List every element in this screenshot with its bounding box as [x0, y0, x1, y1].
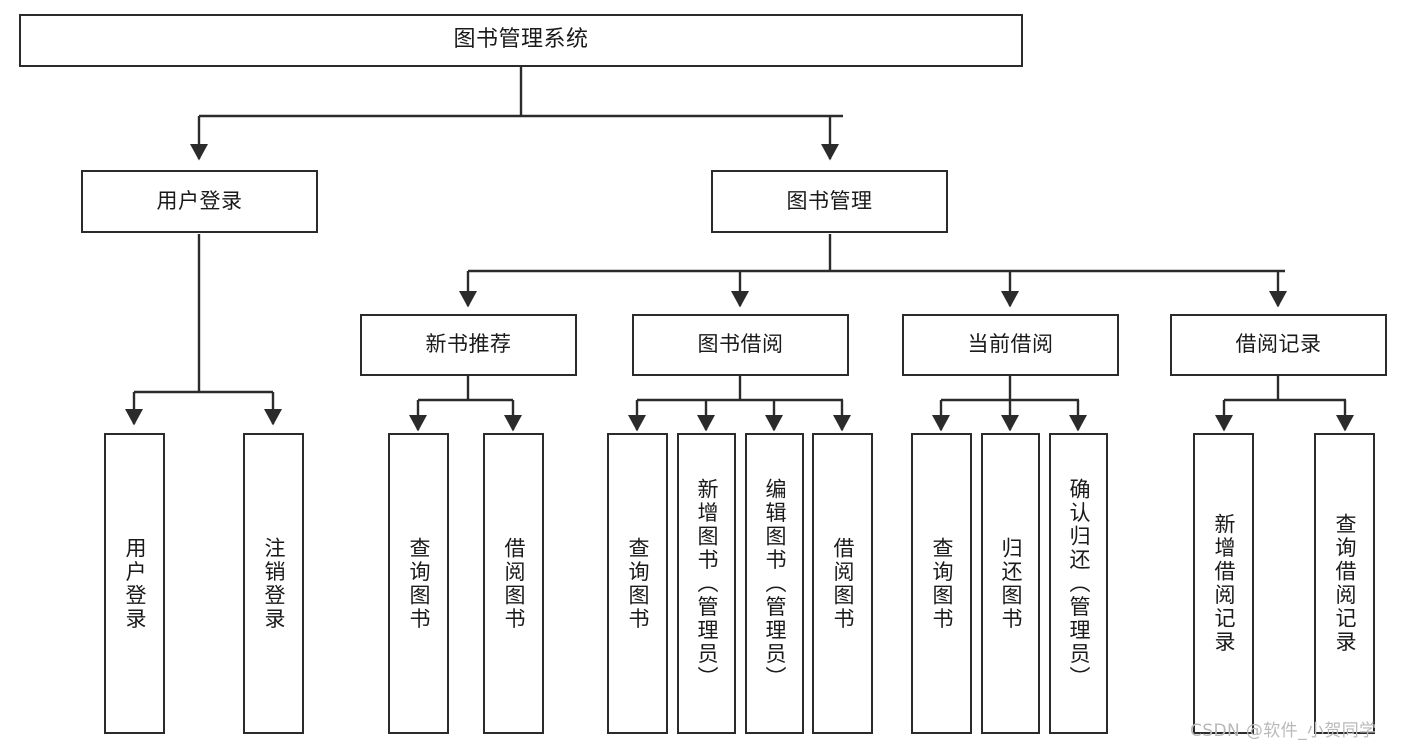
node-user-login[interactable]: 用户登录 — [81, 170, 318, 233]
leaf-borrow-add-book-admin[interactable]: 新增图书（管理员） — [677, 433, 736, 734]
node-label: 借阅图书 — [502, 536, 526, 631]
node-label: 注销登录 — [262, 536, 286, 631]
node-label: 查询图书 — [930, 536, 954, 631]
node-label: 当前借阅 — [967, 332, 1054, 357]
node-label: 新书推荐 — [425, 332, 512, 357]
node-label: 用户登录 — [156, 188, 243, 213]
node-label: 新增借阅记录 — [1212, 513, 1236, 654]
csdn-watermark: CSDN @软件_小贺同学 — [1190, 721, 1377, 741]
node-label: 查询图书 — [407, 536, 431, 631]
node-label: 新增图书（管理员） — [695, 477, 719, 690]
node-label: 编辑图书（管理员） — [763, 477, 787, 690]
node-label: 借阅图书 — [831, 536, 855, 631]
leaf-borrow-query-book[interactable]: 查询图书 — [607, 433, 668, 734]
node-book-management[interactable]: 图书管理 — [711, 170, 948, 233]
node-root-system[interactable]: 图书管理系统 — [19, 14, 1023, 67]
leaf-current-return-book[interactable]: 归还图书 — [981, 433, 1040, 734]
leaf-record-add-record[interactable]: 新增借阅记录 — [1193, 433, 1254, 734]
leaf-recommend-borrow-book[interactable]: 借阅图书 — [483, 433, 544, 734]
leaf-recommend-query-book[interactable]: 查询图书 — [388, 433, 449, 734]
node-label: 查询图书 — [626, 536, 650, 631]
node-label: 查询借阅记录 — [1333, 513, 1357, 654]
node-current-borrow[interactable]: 当前借阅 — [902, 314, 1119, 376]
node-label: 归还图书 — [999, 536, 1023, 631]
node-label: 图书管理系统 — [453, 27, 589, 53]
leaf-user-login-login[interactable]: 用户登录 — [104, 433, 165, 734]
node-label: 用户登录 — [123, 536, 147, 631]
node-label: 图书借阅 — [697, 332, 784, 357]
node-borrow-record[interactable]: 借阅记录 — [1170, 314, 1387, 376]
node-book-borrow[interactable]: 图书借阅 — [632, 314, 849, 376]
leaf-borrow-edit-book-admin[interactable]: 编辑图书（管理员） — [745, 433, 804, 734]
leaf-record-query-record[interactable]: 查询借阅记录 — [1314, 433, 1375, 734]
node-label: 图书管理 — [786, 188, 873, 213]
leaf-current-query-book[interactable]: 查询图书 — [911, 433, 972, 734]
node-new-book-recommend[interactable]: 新书推荐 — [360, 314, 577, 376]
node-label: 借阅记录 — [1235, 332, 1322, 357]
leaf-borrow-borrow-book[interactable]: 借阅图书 — [812, 433, 873, 734]
leaf-current-confirm-return-admin[interactable]: 确认归还（管理员） — [1049, 433, 1108, 734]
node-label: 确认归还（管理员） — [1067, 477, 1091, 690]
leaf-user-login-logout[interactable]: 注销登录 — [243, 433, 304, 734]
